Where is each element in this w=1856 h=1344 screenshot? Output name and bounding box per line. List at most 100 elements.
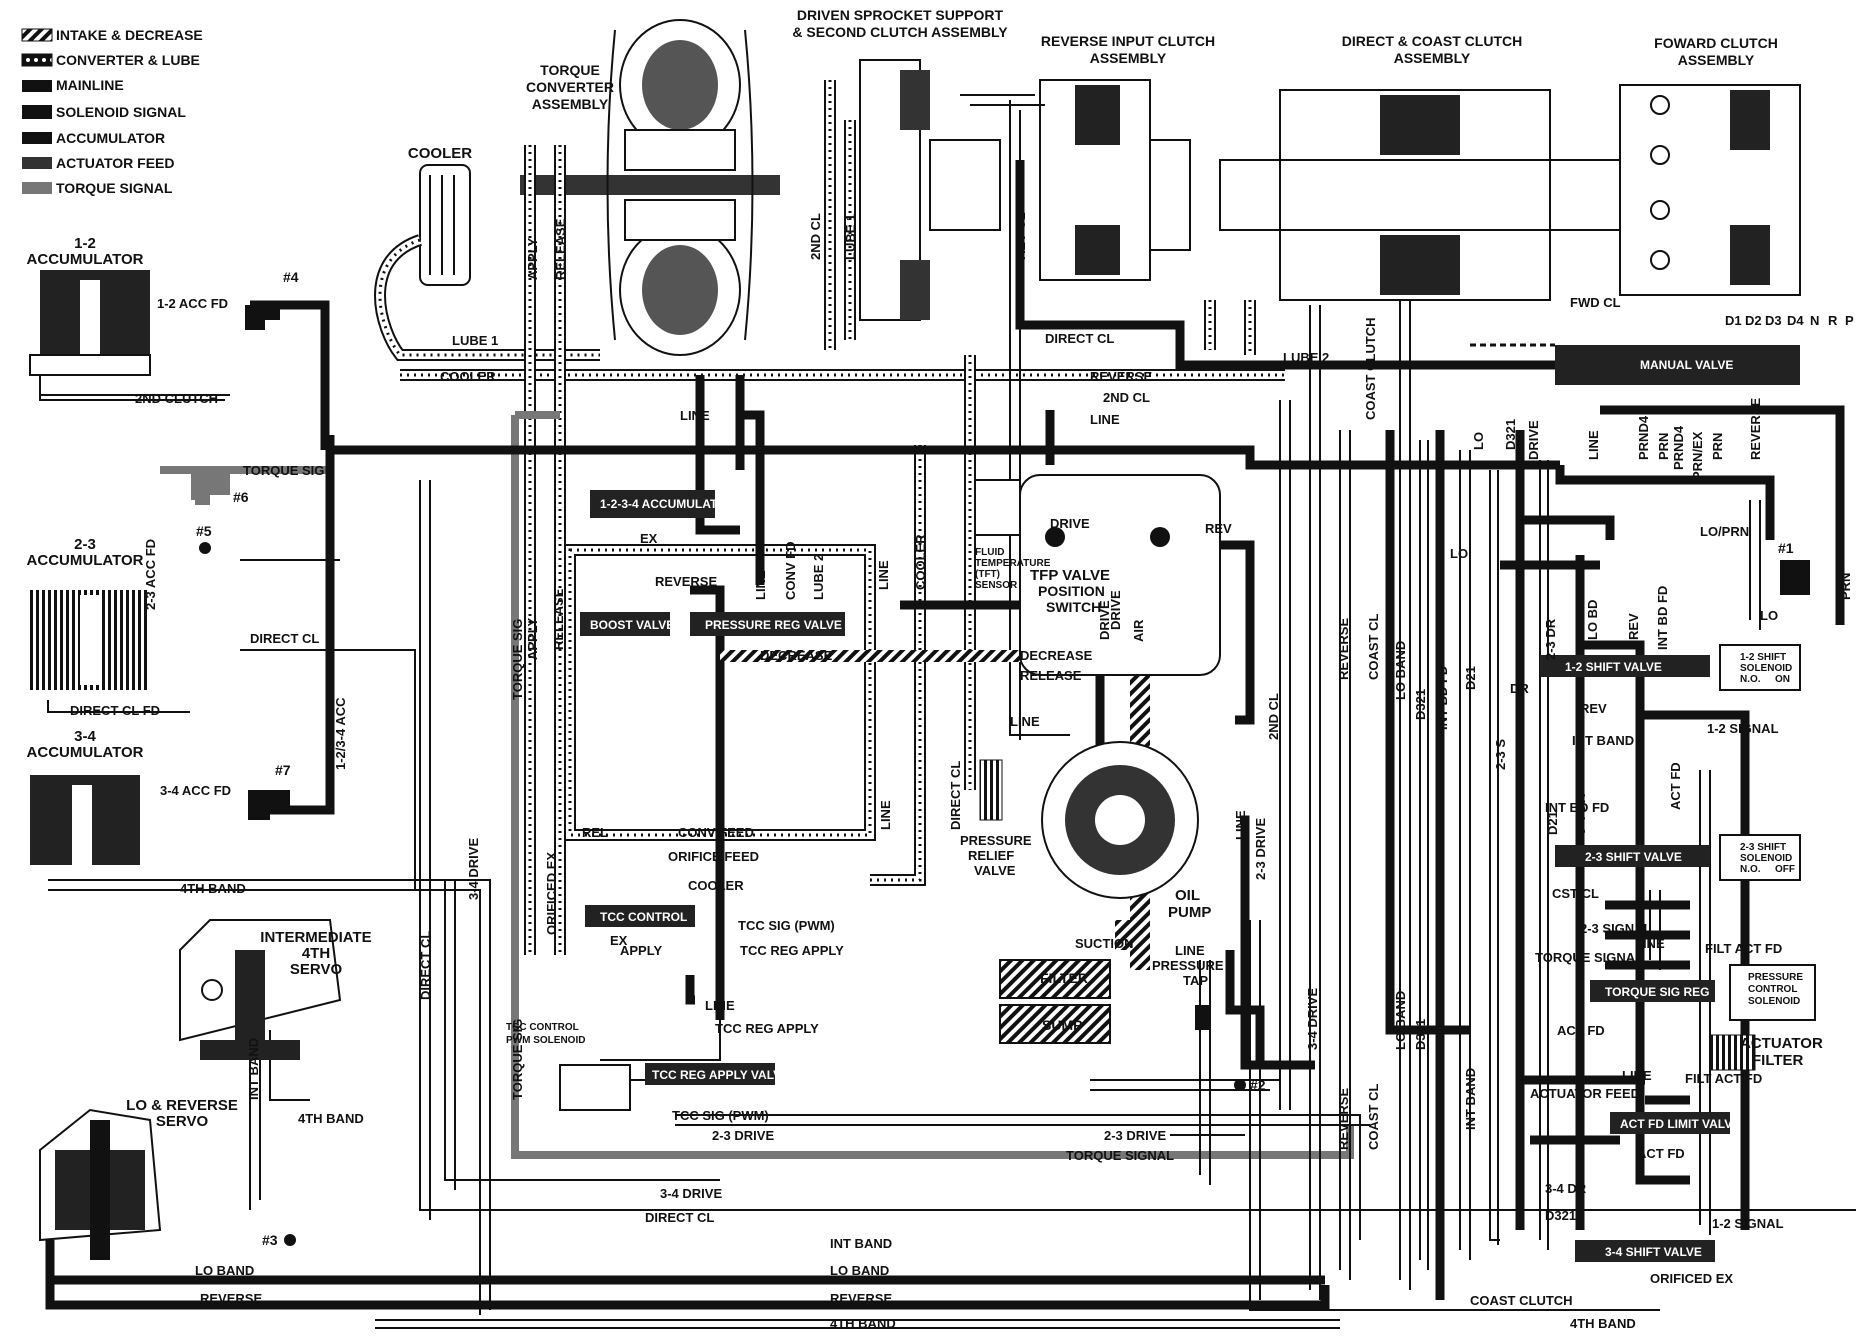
svg-text:& SECOND CLUTCH ASSEMBLY: & SECOND CLUTCH ASSEMBLY — [792, 24, 1008, 40]
svg-text:P: P — [1845, 313, 1854, 328]
torque-sig-reg-valve: TORQUE SIG REG PRESSURE CONTROL SOLENOID — [1590, 964, 1816, 1021]
svg-text:LO BAND: LO BAND — [1393, 991, 1408, 1050]
svg-text:LO BAND: LO BAND — [830, 1263, 889, 1278]
svg-text:LUBE 2: LUBE 2 — [1283, 350, 1329, 365]
driven-sprocket-assembly — [859, 59, 1001, 321]
svg-text:LINE: LINE — [1622, 1068, 1652, 1083]
svg-text:ASSEMBLY: ASSEMBLY — [1678, 52, 1755, 68]
svg-text:FILT ACT FD: FILT ACT FD — [1705, 941, 1782, 956]
svg-text:TCC CONTROL: TCC CONTROL — [600, 910, 687, 924]
svg-text:DIRECT & COAST CLUTCH: DIRECT & COAST CLUTCH — [1342, 33, 1522, 49]
svg-text:#6: #6 — [233, 489, 249, 505]
svg-text:TCC CONTROL: TCC CONTROL — [506, 1022, 579, 1033]
svg-text:TCC REG APPLY VALVE: TCC REG APPLY VALVE — [652, 1068, 789, 1082]
svg-text:FWD CL: FWD CL — [1570, 295, 1621, 310]
svg-text:4TH BAND: 4TH BAND — [180, 881, 246, 896]
svg-text:INT BAND: INT BAND — [246, 1038, 261, 1100]
svg-text:LINE: LINE — [876, 560, 891, 590]
svg-text:CONVERTER: CONVERTER — [526, 79, 614, 95]
svg-text:TCC SIG (PWM): TCC SIG (PWM) — [738, 918, 835, 933]
svg-text:D1: D1 — [1725, 313, 1742, 328]
svg-text:4TH BAND: 4TH BAND — [298, 1111, 364, 1126]
svg-text:DECREASE: DECREASE — [760, 648, 833, 663]
shift-valve-34: 3-4 SHIFT VALVE — [1575, 1240, 1715, 1262]
svg-text:TORQUE SIG: TORQUE SIG — [510, 1019, 525, 1100]
svg-text:3-4: 3-4 — [74, 728, 96, 745]
svg-text:4TH BAND: 4TH BAND — [1570, 1316, 1636, 1331]
svg-text:N: N — [1810, 313, 1819, 328]
svg-text:MAINLINE: MAINLINE — [56, 77, 124, 93]
svg-text:#2: #2 — [1250, 1077, 1266, 1093]
svg-text:TCC SIG (PWM): TCC SIG (PWM) — [672, 1108, 769, 1123]
actuator-filter: ACTUATOR FILTER — [1709, 1034, 1823, 1071]
svg-text:APPLY: APPLY — [525, 238, 540, 280]
svg-text:REVERSE: REVERSE — [1336, 1088, 1351, 1150]
svg-text:PWM SOLENOID: PWM SOLENOID — [506, 1035, 585, 1046]
svg-text:LINE: LINE — [1233, 810, 1248, 840]
svg-text:OIL: OIL — [1175, 887, 1200, 904]
svg-text:PRND4: PRND4 — [1636, 415, 1651, 460]
legend-item-accumulator: ACCUMULATOR — [22, 130, 165, 146]
svg-text:RELIEF: RELIEF — [968, 848, 1014, 863]
svg-text:1-2 SHIFT: 1-2 SHIFT — [1740, 652, 1786, 663]
svg-text:SWITCH: SWITCH — [1046, 599, 1101, 615]
svg-text:ACCUMULATOR: ACCUMULATOR — [56, 130, 165, 146]
svg-text:VALVE: VALVE — [974, 863, 1016, 878]
svg-text:LUBE 1: LUBE 1 — [843, 214, 858, 260]
pressure-reg-valve: PRESSURE REG VALVE — [690, 612, 845, 636]
svg-text:1-2: 1-2 — [74, 235, 96, 252]
svg-text:SOLENOID: SOLENOID — [1748, 996, 1800, 1007]
cooler — [419, 164, 471, 286]
svg-text:CONV FD: CONV FD — [783, 542, 798, 601]
svg-text:AIR: AIR — [1131, 619, 1146, 642]
svg-text:2-3 DRIVE: 2-3 DRIVE — [1253, 818, 1268, 880]
svg-text:#3: #3 — [262, 1232, 278, 1248]
svg-text:N.O.: N.O. — [1740, 864, 1761, 875]
svg-text:LO/PRN: LO/PRN — [1700, 524, 1749, 539]
intermediate-servo — [179, 919, 342, 1060]
svg-text:ACT FD: ACT FD — [1668, 762, 1683, 810]
svg-text:FILT ACT FD: FILT ACT FD — [1685, 1071, 1762, 1086]
svg-text:COAST CLUTCH: COAST CLUTCH — [1363, 317, 1378, 420]
manual-positions: D1 D2 D3 D4 N R P — [1725, 313, 1854, 328]
svg-text:2ND CL: 2ND CL — [1103, 390, 1150, 405]
svg-text:ACTUATOR FEED: ACTUATOR FEED — [56, 155, 174, 171]
direct-coast-clutch — [1219, 89, 1661, 301]
accumulator-23 — [30, 590, 150, 690]
svg-text:RELEASE: RELEASE — [1020, 668, 1082, 683]
tcc-pwm-solenoid: TCC CONTROL PWM SOLENOID — [506, 1022, 631, 1111]
svg-text:1-2-3-4 ACCUMULATOR: 1-2-3-4 ACCUMULATOR — [600, 497, 735, 511]
svg-text:DRIVE: DRIVE — [1050, 516, 1090, 531]
svg-text:TFP VALVE: TFP VALVE — [1030, 567, 1110, 584]
svg-text:CONTROL: CONTROL — [1748, 984, 1797, 995]
svg-text:COAST CLUTCH: COAST CLUTCH — [1470, 1293, 1573, 1308]
svg-text:1-2 SIGNAL: 1-2 SIGNAL — [1712, 1216, 1784, 1231]
svg-text:LINE: LINE — [1010, 714, 1040, 729]
svg-text:CST CL: CST CL — [1552, 886, 1599, 901]
svg-text:TAP: TAP — [1183, 973, 1208, 988]
vertical-passage-labels: 2-3 ACC FD 1-2/3-4 ACC DIRECT CL 3-4 DRI… — [143, 212, 1853, 1150]
svg-text:SERVO: SERVO — [290, 961, 343, 978]
svg-text:2-3 DRIVE: 2-3 DRIVE — [1104, 1128, 1166, 1143]
svg-text:DIRECT CL: DIRECT CL — [250, 631, 319, 646]
svg-text:REV: REV — [1580, 701, 1607, 716]
check-ball-6: #6 — [195, 470, 249, 505]
shift-valve-12: 1-2 SHIFT VALVE 1-2 SHIFT SOLENOID N.O. … — [1540, 644, 1801, 691]
valve-1234-accumulator: 1-2-3-4 ACCUMULATOR — [590, 490, 735, 518]
manual-valve: MANUAL VALVE — [1470, 343, 1800, 385]
svg-text:PRN: PRN — [1656, 433, 1671, 460]
svg-text:TORQUE SIGNAL: TORQUE SIGNAL — [56, 180, 173, 196]
svg-text:ACCUMULATOR: ACCUMULATOR — [27, 251, 144, 268]
svg-text:DRIVE: DRIVE — [1526, 420, 1541, 460]
svg-text:LUBE 2: LUBE 2 — [811, 554, 826, 600]
assembly-titles: TORQUE CONVERTER ASSEMBLY DRIVEN SPROCKE… — [408, 7, 1778, 162]
svg-text:INT BD FD: INT BD FD — [1545, 800, 1609, 815]
svg-text:REVERSE: REVERSE — [1336, 618, 1351, 680]
svg-text:REVERSE: REVERSE — [655, 574, 717, 589]
svg-text:COOLER: COOLER — [688, 878, 744, 893]
svg-text:LINE: LINE — [1090, 412, 1120, 427]
svg-text:2ND CLUTCH: 2ND CLUTCH — [135, 391, 218, 406]
svg-text:TORQUE SIG: TORQUE SIG — [243, 463, 324, 478]
svg-text:REV: REV — [1626, 613, 1641, 640]
svg-text:TORQUE SIGNAL: TORQUE SIGNAL — [1066, 1148, 1174, 1163]
